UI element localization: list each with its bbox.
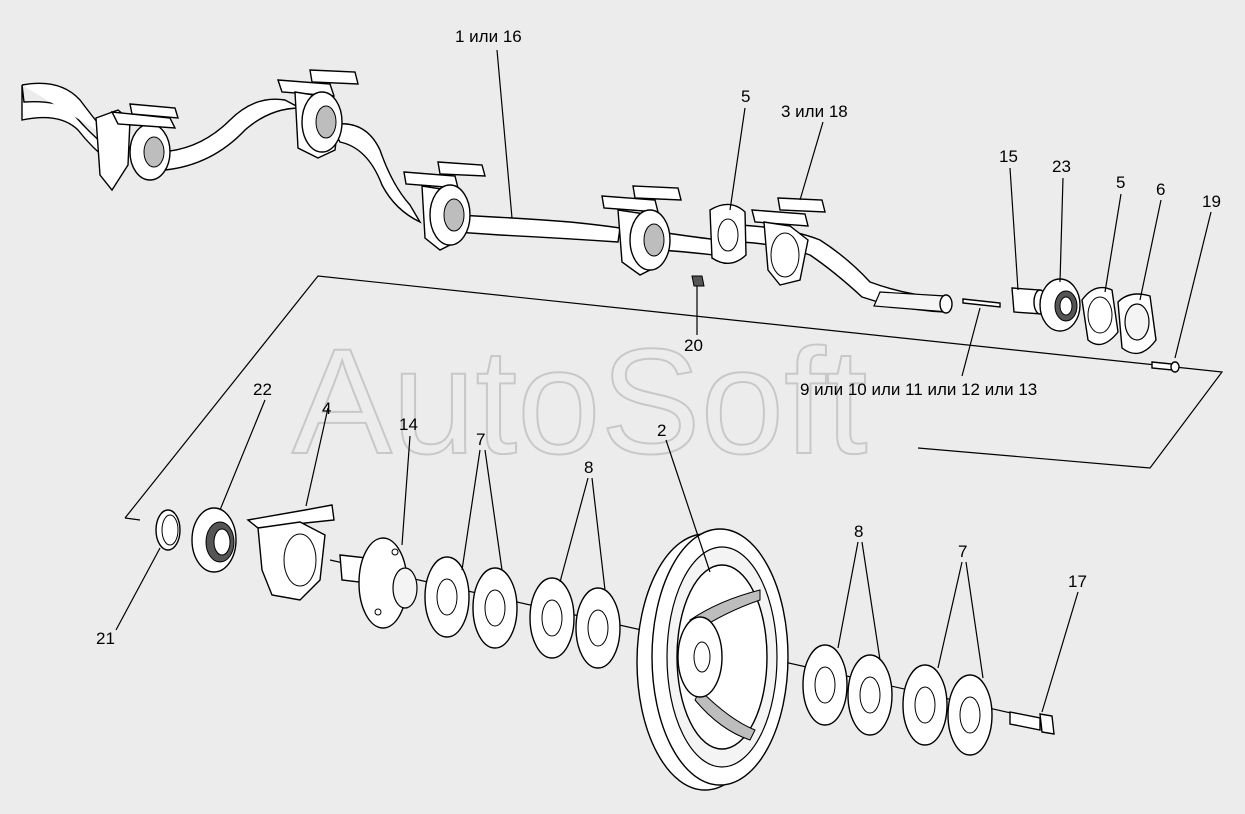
callout-7-left: 7	[476, 430, 485, 449]
callout-22: 22	[253, 380, 272, 399]
leader-lines	[115, 49, 1212, 713]
callout-8-left: 8	[584, 458, 593, 477]
callout-5-right: 5	[1116, 173, 1125, 192]
callout-1-16: 1 или 16	[455, 27, 522, 46]
bearing-block-1	[95, 103, 179, 192]
bolt-17	[1009, 711, 1055, 735]
housing-4	[246, 504, 335, 601]
bolt-20	[691, 275, 705, 287]
shim-7-right-b	[947, 674, 993, 756]
detail-frame	[124, 275, 1224, 519]
callout-2: 2	[657, 421, 666, 440]
bolt-19	[1151, 361, 1180, 373]
callout-15: 15	[999, 147, 1018, 166]
callout-3-18: 3 или 18	[781, 102, 848, 121]
shim-8-left-b	[575, 587, 621, 669]
shim-7-right-a	[902, 664, 948, 746]
shim-8-left-a	[529, 577, 575, 659]
bearing-23	[1039, 278, 1081, 332]
callout-21: 21	[96, 629, 115, 648]
callout-4: 4	[322, 399, 331, 418]
cover-6	[1117, 293, 1157, 355]
callout-7-right: 7	[958, 542, 967, 561]
callout-9-13: 9 или 10 или 11 или 12 или 13	[800, 380, 1037, 399]
callout-20: 20	[684, 336, 703, 355]
gasket-5-right	[1081, 286, 1119, 346]
callout-23: 23	[1052, 157, 1071, 176]
callout-5-top: 5	[741, 87, 750, 106]
flange-gasket-5	[709, 203, 747, 264]
watermark: AutoSoft	[292, 317, 867, 485]
callout-8-right: 8	[854, 522, 863, 541]
retaining-ring-21	[155, 509, 181, 551]
shim-8-right-a	[802, 644, 848, 726]
bearing-block-4	[601, 185, 682, 276]
callout-14: 14	[399, 415, 418, 434]
pulley-2	[636, 528, 789, 791]
bearing-22	[191, 507, 237, 573]
callout-6: 6	[1156, 180, 1165, 199]
shim-7-left-a	[424, 556, 470, 638]
hub-14	[339, 537, 418, 629]
callout-19: 19	[1202, 192, 1221, 211]
bearing-block-2	[277, 69, 359, 159]
bracket-3	[751, 197, 826, 286]
callout-labels: 1 или 16 5 3 или 18 15 23 5 6 19 20 9 ил…	[96, 27, 1221, 648]
shim-8-right-b	[847, 654, 893, 736]
bearing-block-3	[403, 161, 486, 251]
crankshaft-assembly	[21, 69, 1180, 373]
detail-frame-tail	[124, 517, 141, 521]
shim-7-left-b	[472, 567, 518, 649]
callout-17: 17	[1068, 572, 1087, 591]
